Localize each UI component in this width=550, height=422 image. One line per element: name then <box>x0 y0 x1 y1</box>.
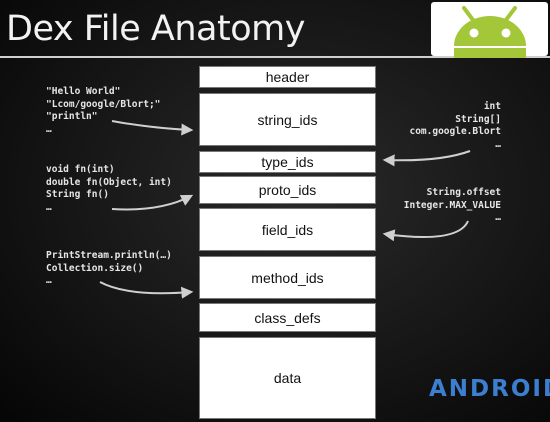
section-header: header <box>199 66 376 88</box>
annotation-line: "Lcom/google/Blort;" <box>46 98 161 110</box>
annotation-line: String.offset <box>426 187 501 198</box>
annotation-line: com.google.Blort <box>409 126 501 137</box>
arrow-protos-to-proto-ids <box>111 194 194 211</box>
section-label: field_ids <box>261 221 314 238</box>
annotation-line: … <box>495 212 501 223</box>
types-annotation: int String[] com.google.Blort … <box>409 101 501 151</box>
section-label: proto_ids <box>258 182 317 198</box>
section-label: class_defs <box>254 309 321 326</box>
protos-annotation: void fn(int) double fn(Object, int) Stri… <box>46 164 172 214</box>
annotation-line: String fn() <box>46 189 109 200</box>
section-proto-ids: proto_ids <box>199 176 376 204</box>
fields-annotation: String.offset Integer.MAX_VALUE … <box>404 187 501 225</box>
section-label: method_ids <box>251 269 324 286</box>
methods-annotation: PrintStream.println(…) Collection.size()… <box>46 250 172 288</box>
section-class-defs: class_defs <box>199 303 376 332</box>
section-label: header <box>265 69 310 85</box>
annotation-line: "Hello World" <box>46 86 121 97</box>
annotation-line: "println" <box>46 111 98 122</box>
arrow-strings-to-string-ids <box>111 120 194 136</box>
arrow-methods-to-method-ids <box>99 281 194 299</box>
annotation-line: Integer.MAX_VALUE <box>403 199 501 211</box>
strings-annotation: "Hello World" "Lcom/google/Blort;" "prin… <box>46 86 160 136</box>
annotation-line: double fn(Object, int) <box>46 176 172 188</box>
page-title: Dex File Anatomy <box>6 9 305 49</box>
annotation-line: String[] <box>455 113 501 125</box>
section-label: type_ids <box>261 154 314 170</box>
section-label: string_ids <box>257 111 318 128</box>
android-wordmark: ANDROID <box>429 376 550 402</box>
annotation-line: void fn(int) <box>46 164 115 175</box>
annotation-line: … <box>46 123 52 135</box>
arrow-types-to-type-ids <box>382 150 471 167</box>
section-field-ids: field_ids <box>199 208 376 251</box>
section-method-ids: method_ids <box>199 256 376 299</box>
title-underline <box>0 56 550 58</box>
annotation-line: int <box>483 101 501 112</box>
annotation-line: … <box>46 201 52 213</box>
arrow-fields-to-field-ids <box>382 220 469 242</box>
annotation-line: … <box>46 275 52 286</box>
android-robot-icon <box>431 2 548 58</box>
section-string-ids: string_ids <box>199 93 376 146</box>
annotation-line: Collection.size() <box>46 262 144 274</box>
section-label: data <box>273 370 302 386</box>
annotation-line: PrintStream.println(…) <box>46 250 172 261</box>
section-data: data <box>199 337 376 419</box>
annotation-line: … <box>495 138 501 150</box>
section-type-ids: type_ids <box>199 151 376 173</box>
